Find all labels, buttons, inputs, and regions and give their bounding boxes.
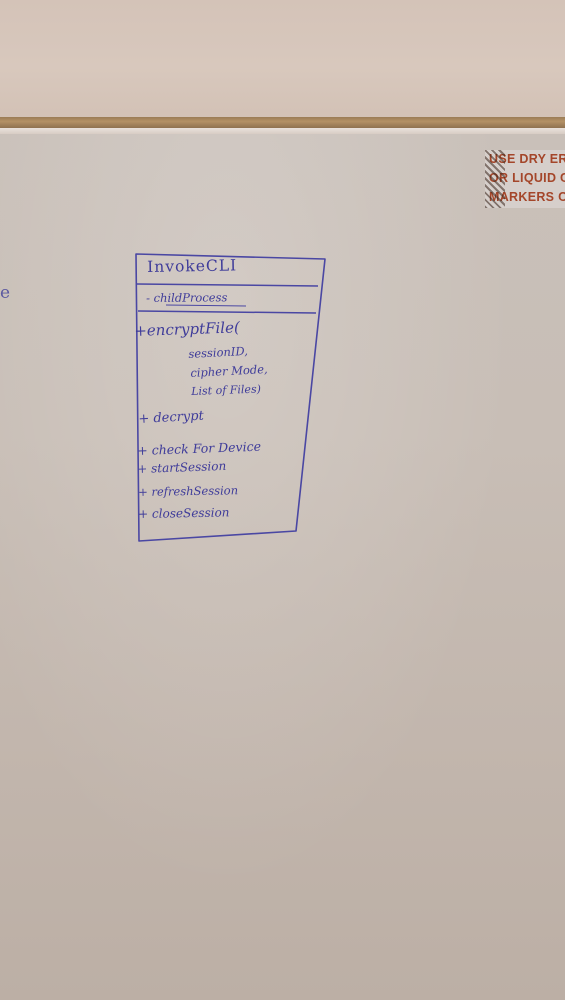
uml-class-name: InvokeCLI [147,256,238,276]
uml-param-list-of-files: List of Files) [191,382,262,398]
sticker-scratch-marks [485,150,505,208]
whiteboard-marker-sticker: USE DRY ERA OR LIQUID CH MARKERS ON [485,150,565,208]
edge-marker-scribble: e [0,283,11,303]
sticker-line-3: MARKERS ON [489,190,565,204]
sticker-line-2: OR LIQUID CH [489,171,565,185]
whiteboard-surface [0,134,565,1000]
uml-method-close-session: + closeSession [138,505,230,521]
uml-attr-underline [165,304,247,307]
wall [0,0,565,122]
sticker-line-1: USE DRY ERA [489,152,565,166]
uml-divider-attributes [137,310,317,314]
uml-attribute: - childProcess [146,290,228,305]
whiteboard-frame-lip [0,128,565,134]
uml-method-encrypt: +encryptFile( [134,318,241,340]
uml-method-refresh-session: + refreshSession [138,483,239,499]
whiteboard-frame-top [0,117,565,128]
uml-divider-name [136,283,319,287]
uml-class-outline [135,253,326,542]
